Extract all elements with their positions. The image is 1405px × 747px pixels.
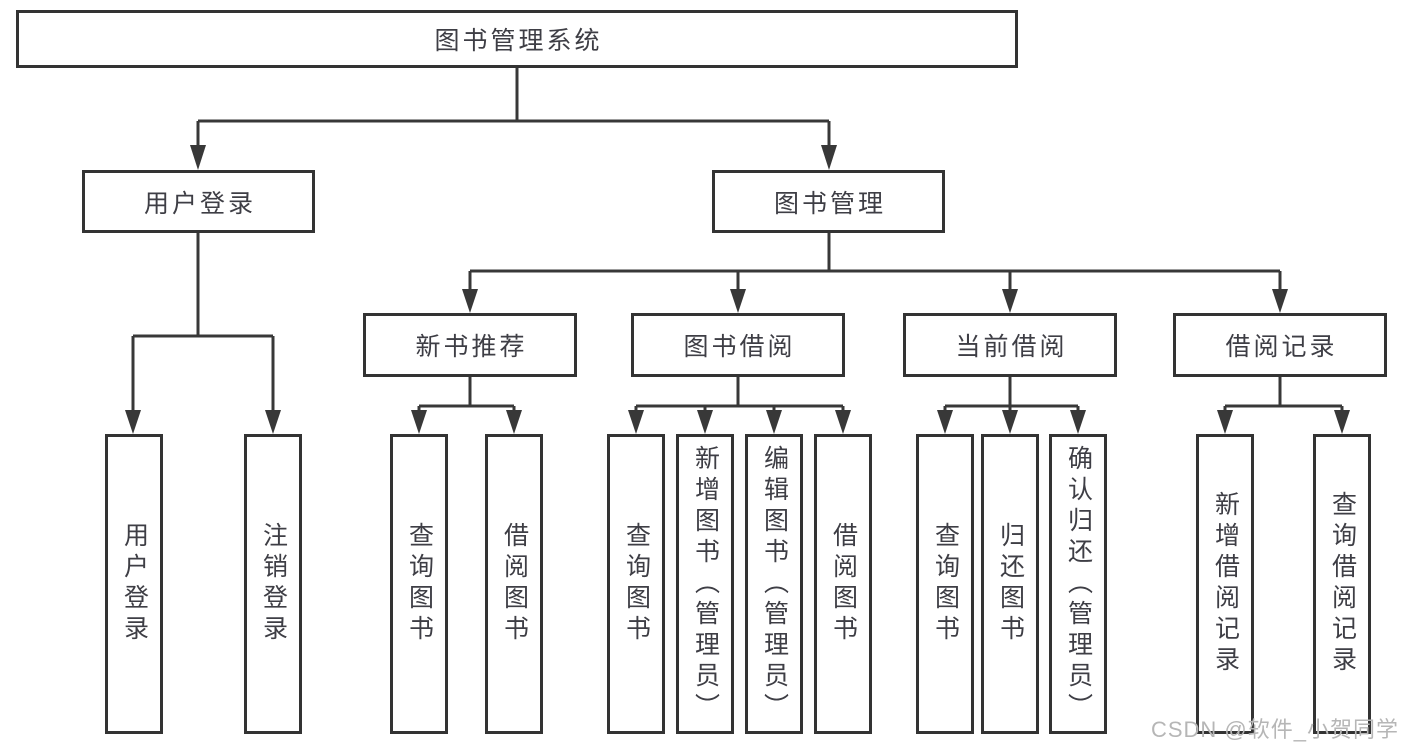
node-user-login: 用户登录 xyxy=(82,170,315,233)
node-leaf-newrec-borrow-books: 借阅图书 xyxy=(485,434,543,734)
leaf-label: 查询图书 xyxy=(931,522,960,646)
arrowhead xyxy=(125,410,141,434)
leaf-label: 新增图书（管理员） xyxy=(691,444,720,724)
arrowhead xyxy=(411,410,427,434)
arrowhead xyxy=(697,410,713,434)
node-new-book-rec: 新书推荐 xyxy=(363,313,577,377)
node-leaf-current-query-books: 查询图书 xyxy=(916,434,974,734)
node-book-borrowing: 图书借阅 xyxy=(631,313,845,377)
node-leaf-borrowing-edit-books-admin: 编辑图书（管理员） xyxy=(745,434,803,734)
node-current-borrowing: 当前借阅 xyxy=(903,313,1117,377)
arrowhead xyxy=(937,410,953,434)
arrowhead xyxy=(730,289,746,313)
connector-borrowing-records-to-leaves xyxy=(1223,377,1344,412)
arrowhead xyxy=(821,145,837,170)
node-leaf-current-confirm-return-admin: 确认归还（管理员） xyxy=(1049,434,1107,734)
leaf-label: 查询图书 xyxy=(405,522,434,646)
arrowhead xyxy=(1217,410,1233,434)
arrowhead xyxy=(835,410,851,434)
node-new-book-rec-label: 新书推荐 xyxy=(415,333,528,361)
arrowhead xyxy=(506,410,522,434)
node-leaf-user-login: 用户登录 xyxy=(105,434,163,734)
node-leaf-logout: 注销登录 xyxy=(244,434,302,734)
arrowhead xyxy=(265,410,281,434)
node-user-login-label: 用户登录 xyxy=(143,189,256,218)
csdn-watermark: CSDN @软件_小贺同学 xyxy=(1150,717,1399,742)
arrowhead xyxy=(1272,289,1288,313)
node-leaf-current-return-books: 归还图书 xyxy=(981,434,1039,734)
node-book-management-label: 图书管理 xyxy=(773,189,886,218)
node-current-borrowing-label: 当前借阅 xyxy=(955,333,1068,361)
node-leaf-borrowing-add-books-admin: 新增图书（管理员） xyxy=(676,434,734,734)
connector-book-management-to-level3 xyxy=(468,233,1282,290)
arrowhead xyxy=(1002,289,1018,313)
arrowhead xyxy=(1002,410,1018,434)
leaf-label: 用户登录 xyxy=(120,522,149,646)
node-root-label: 图书管理系统 xyxy=(434,27,603,55)
connector-book-borrowing-to-leaves xyxy=(634,377,845,412)
node-borrowing-records: 借阅记录 xyxy=(1173,313,1387,377)
connector-user-login-to-leaves xyxy=(131,233,275,411)
leaf-label: 确认归还（管理员） xyxy=(1064,444,1093,724)
arrowhead xyxy=(190,145,206,170)
node-leaf-records-add-record: 新增借阅记录 xyxy=(1196,434,1254,734)
leaf-label: 新增借阅记录 xyxy=(1211,491,1240,677)
connector-new-book-rec-to-leaves xyxy=(417,377,516,412)
arrowhead xyxy=(1334,410,1350,434)
leaf-label: 查询图书 xyxy=(622,522,651,646)
leaf-label: 注销登录 xyxy=(259,522,288,646)
connector-current-borrowing-to-leaves xyxy=(943,377,1080,412)
arrowheads xyxy=(125,145,1350,434)
leaf-label: 借阅图书 xyxy=(500,522,529,646)
leaf-label: 编辑图书（管理员） xyxy=(760,444,789,724)
node-book-management: 图书管理 xyxy=(712,170,945,233)
arrowhead xyxy=(462,289,478,313)
arrowhead xyxy=(1070,410,1086,434)
node-book-borrowing-label: 图书借阅 xyxy=(683,333,796,361)
node-leaf-borrowing-query-books: 查询图书 xyxy=(607,434,665,734)
node-leaf-records-query-record: 查询借阅记录 xyxy=(1313,434,1371,734)
leaf-label: 借阅图书 xyxy=(829,522,858,646)
node-root: 图书管理系统 xyxy=(16,10,1018,68)
arrowhead xyxy=(766,410,782,434)
arrowhead xyxy=(628,410,644,434)
connector-root-to-level2 xyxy=(196,68,831,146)
leaf-label: 归还图书 xyxy=(996,522,1025,646)
node-borrowing-records-label: 借阅记录 xyxy=(1225,333,1338,361)
node-leaf-newrec-query-books: 查询图书 xyxy=(390,434,448,734)
node-leaf-borrowing-borrow-books: 借阅图书 xyxy=(814,434,872,734)
leaf-label: 查询借阅记录 xyxy=(1328,491,1357,677)
